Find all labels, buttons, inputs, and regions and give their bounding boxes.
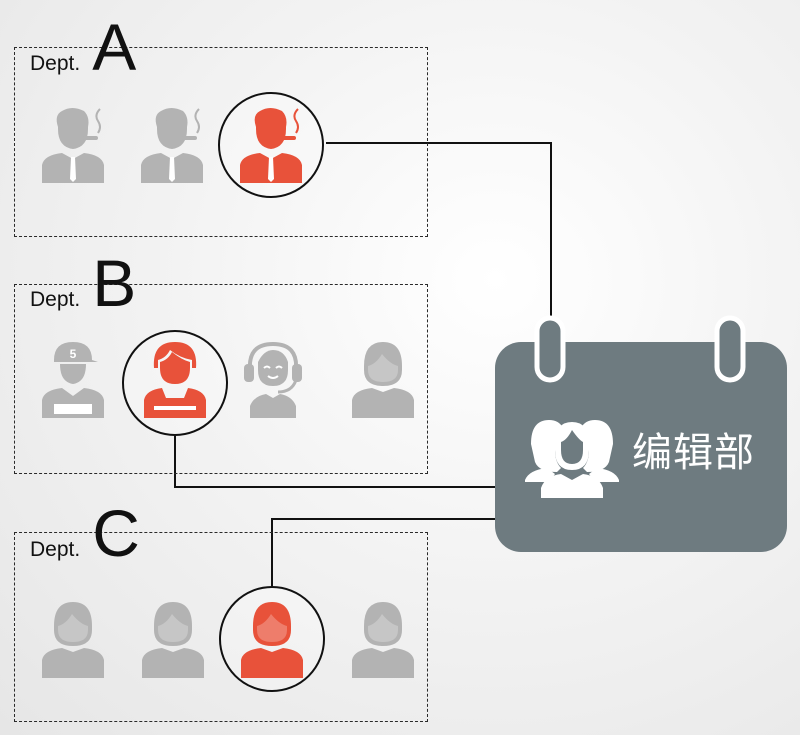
connector-a — [326, 142, 552, 318]
dept-word: Dept. — [30, 538, 81, 561]
svg-text:5: 5 — [70, 347, 77, 361]
dept-word: Dept. — [30, 52, 81, 75]
dept-c-label: Dept. C — [22, 500, 148, 566]
person-icon — [237, 598, 307, 678]
dept-word: Dept. — [30, 288, 81, 311]
woman-icon — [140, 338, 210, 418]
smoking-man-icon — [236, 103, 306, 183]
dept-letter: B — [92, 246, 137, 320]
connector-c — [271, 518, 496, 588]
dept-a-label: Dept. A — [22, 14, 144, 80]
person-icon — [348, 338, 418, 418]
dept-letter: C — [92, 496, 140, 570]
person-icon — [38, 598, 108, 678]
dept-b-label: Dept. B — [22, 250, 144, 316]
person-icon — [348, 598, 418, 678]
connector-b — [174, 436, 496, 488]
dept-b-box — [14, 284, 428, 474]
dept-letter: A — [92, 10, 137, 84]
calendar-icon — [495, 312, 787, 552]
person-icon — [138, 598, 208, 678]
dept-c-box — [14, 532, 428, 722]
smoking-man-icon — [38, 103, 108, 183]
dept-a-box — [14, 47, 428, 237]
cap-man-icon: 5 — [38, 338, 108, 418]
target-label: 编辑部 — [632, 430, 755, 476]
headset-operator-icon — [238, 338, 308, 418]
smoking-man-icon — [137, 103, 207, 183]
